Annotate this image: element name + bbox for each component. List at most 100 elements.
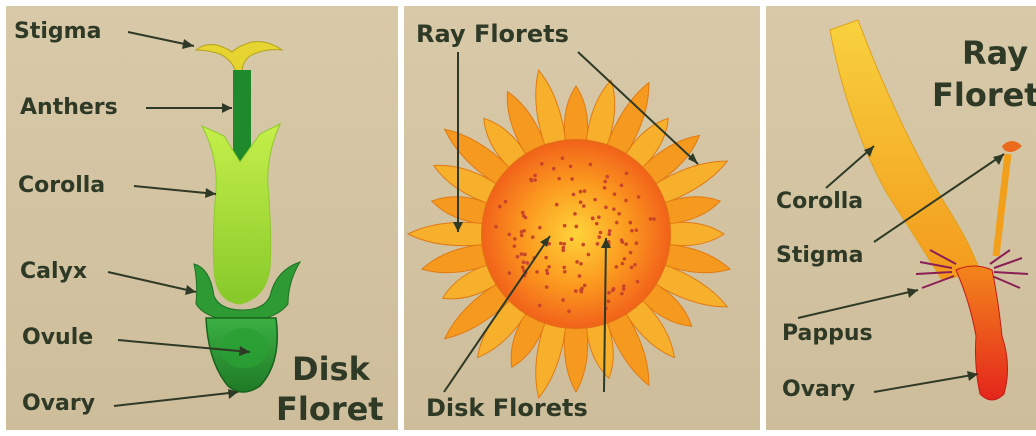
- disk-floret-dot: [621, 240, 625, 244]
- disk-floret-dot: [629, 221, 633, 225]
- disk-floret-dot: [606, 175, 610, 179]
- disk-floret-dot: [583, 189, 587, 193]
- ray-floret-panel: Ray Floret Corolla Stigma Pappus Ovary: [766, 6, 1036, 430]
- label-calyx: Calyx: [20, 259, 87, 284]
- disk-floret-dot: [583, 284, 587, 288]
- disk-floret-dot: [612, 207, 616, 211]
- disk-floret-dot: [508, 271, 512, 275]
- title-ray-floret: Floret: [932, 76, 1036, 114]
- disk-floret-dot: [559, 242, 563, 246]
- disk-floret-dot: [620, 184, 624, 188]
- label-ray-stigma: Stigma: [776, 243, 863, 268]
- disk-floret-dot: [522, 260, 526, 264]
- disk-floret-dot: [624, 199, 628, 203]
- disk-floret-dot: [562, 266, 566, 270]
- disk-floret-dot: [591, 217, 595, 221]
- disk-floret-dot: [620, 292, 624, 296]
- disk-floret-dot: [573, 212, 577, 216]
- title-disk: Disk: [292, 350, 371, 388]
- label-anthers: Anthers: [20, 95, 118, 120]
- label-stigma: Stigma: [14, 19, 101, 44]
- label-ovary: Ovary: [22, 391, 95, 416]
- disk-floret-dot: [603, 180, 607, 184]
- disk-floret-dot: [597, 215, 601, 219]
- disk-floret-dot: [545, 285, 549, 289]
- ray-floret-illustration: Ray Floret Corolla Stigma Pappus Ovary: [766, 6, 1036, 430]
- disk-floret-dot: [649, 217, 653, 221]
- disk-floret-dot: [625, 171, 629, 175]
- disk-floret-dot: [530, 179, 534, 183]
- disk-floret-dot: [635, 228, 639, 232]
- disk-floret-dot: [579, 262, 583, 266]
- disk-floret-dot: [575, 260, 579, 264]
- disk-floret-dot: [578, 274, 582, 278]
- disk-floret-dot: [544, 256, 548, 260]
- disk-floret-dot: [516, 255, 520, 259]
- disk-floret-dot: [637, 195, 641, 199]
- disk-floret-dot: [596, 242, 600, 246]
- disk-floret-dot: [545, 269, 549, 273]
- disk-floret-dot: [494, 225, 498, 229]
- disk-floret-dot: [570, 177, 574, 181]
- disk-floret-dot: [579, 200, 583, 204]
- disk-floret-dot: [520, 234, 524, 238]
- disk-floret-dot: [562, 246, 566, 250]
- label-ray-florets: Ray Florets: [416, 20, 569, 48]
- disk-floret-dot: [635, 241, 639, 245]
- disk-floret-dot: [622, 284, 626, 288]
- disk-floret-dot: [579, 288, 583, 292]
- disk-floret-dot: [633, 263, 637, 267]
- disk-floret-dot: [538, 226, 542, 230]
- disk-floret-dot: [563, 224, 567, 228]
- label-ovule: Ovule: [22, 325, 93, 350]
- disk-floret-dot: [613, 192, 617, 196]
- disk-floret-dot: [521, 266, 525, 270]
- disk-floret-panel: Stigma Anthers Corolla Calyx Ovule Ovary…: [6, 6, 398, 430]
- disk-floret-dot: [538, 304, 542, 308]
- disk-floret-dot: [597, 235, 601, 239]
- disk-floret-dot: [579, 190, 583, 194]
- disk-floret-dot: [603, 186, 607, 190]
- flower-head-panel: Ray Florets Disk Florets: [404, 6, 760, 430]
- disk-floret-dot: [533, 178, 537, 182]
- disk-floret-dot: [589, 163, 593, 167]
- disk-floret-dot: [572, 193, 576, 197]
- disk-floret-dot: [595, 222, 599, 226]
- disk-floret-dot: [607, 291, 611, 295]
- disk-floret-dot: [522, 229, 526, 233]
- disk-floret-dot: [574, 225, 578, 229]
- disk-floret-dot: [504, 200, 508, 204]
- disk-floret-dot: [520, 252, 524, 256]
- disk-floret-dot: [574, 289, 578, 293]
- disk-floret-dot: [552, 167, 556, 171]
- disk-floret-dot: [581, 243, 585, 247]
- disk-floret-dot: [593, 198, 597, 202]
- disk-floret-dot: [525, 261, 529, 265]
- disk-floret-dot: [513, 244, 517, 248]
- disk-floret-dot: [629, 251, 633, 255]
- disk-floret-dot: [547, 265, 551, 269]
- disk-floret-dot: [540, 162, 544, 166]
- anthers-shape: [233, 70, 251, 162]
- flower-head-illustration: Ray Florets Disk Florets: [404, 6, 760, 430]
- disk-floret-dot: [562, 242, 566, 246]
- disk-floret-dot: [604, 206, 608, 210]
- disk-floret-dot: [570, 237, 574, 241]
- disk-floret-dot: [561, 298, 565, 302]
- disk-floret-dot: [582, 204, 586, 208]
- disk-floret-dot: [624, 242, 628, 246]
- disk-floret-dot: [522, 214, 526, 218]
- title-floret: Floret: [276, 390, 384, 428]
- disk-floret-dot: [608, 229, 612, 233]
- disk-floret-illustration: Stigma Anthers Corolla Calyx Ovule Ovary…: [6, 6, 398, 430]
- label-ray-ovary: Ovary: [782, 377, 855, 402]
- disk-floret-dot: [617, 212, 621, 216]
- disk-floret-dot: [636, 280, 640, 284]
- disk-floret-dot: [561, 156, 565, 160]
- label-ray-corolla: Corolla: [776, 189, 863, 214]
- disk-floret-dot: [535, 270, 539, 274]
- disk-floret-dot: [607, 299, 611, 303]
- disk-floret-dot: [563, 270, 567, 274]
- disk-floret-dot: [569, 165, 573, 169]
- label-ray-pappus: Pappus: [782, 321, 873, 346]
